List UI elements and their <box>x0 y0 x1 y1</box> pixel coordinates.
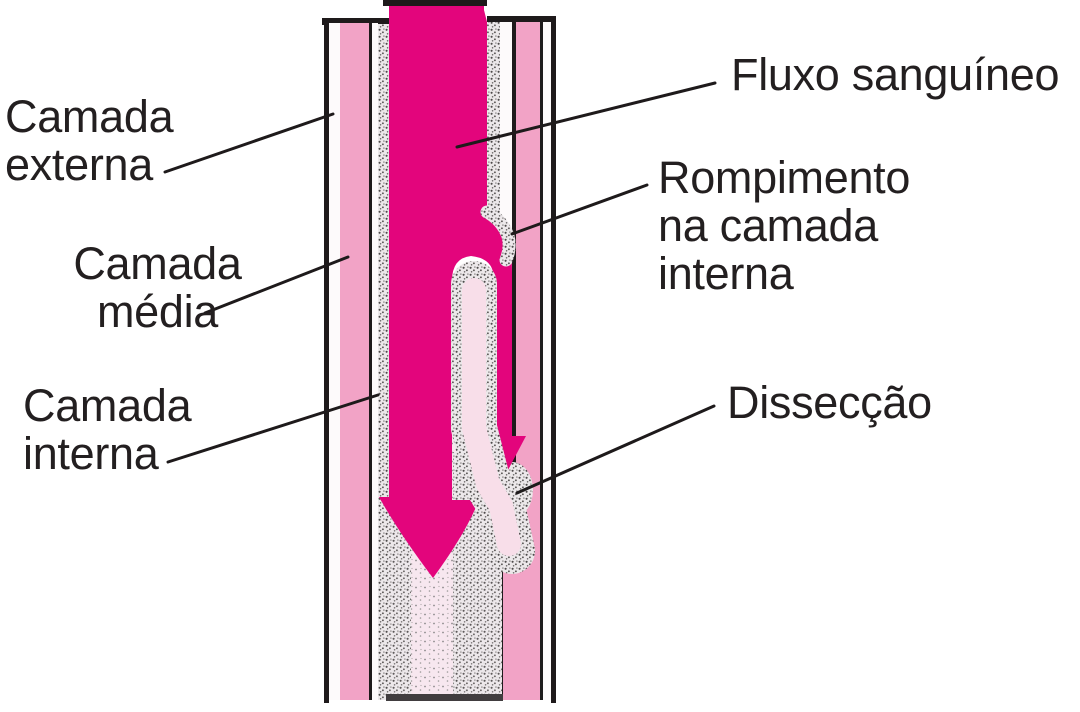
lumen-bottom-edge <box>386 694 503 701</box>
label-line: externa <box>5 139 153 190</box>
left-wall-outer-outline <box>324 20 329 703</box>
flap-pale-core <box>462 278 521 556</box>
label-line: interna <box>658 248 794 299</box>
dissection-flap <box>451 261 535 574</box>
left-inner-layer-band <box>378 24 389 700</box>
leader-lines <box>163 81 717 495</box>
leader-line-camada-externa <box>163 112 335 174</box>
leader-line-fluxo-sanguineo <box>455 81 717 149</box>
label-camada-externa: Camada externa <box>5 91 174 190</box>
label-line: Camada <box>23 380 192 431</box>
label-rompimento-na-camada-interna: Rompimento na camada interna <box>658 154 910 298</box>
label-line: na camada <box>658 200 878 251</box>
right-wall-top-cap <box>487 16 556 23</box>
leader-line-camada-interna <box>166 393 380 464</box>
label-camada-interna: Camada interna <box>23 380 192 479</box>
closed-channel-pink-fill <box>503 556 516 700</box>
right-wall-outer-outline <box>551 19 556 703</box>
blood-flow-arrow <box>379 0 526 578</box>
left-wall-top-cap <box>322 18 390 25</box>
left-artery-wall <box>322 18 390 703</box>
leader-line-camada-media <box>203 255 350 315</box>
leader-line-rompimento <box>510 183 649 236</box>
left-outer-layer-band <box>329 23 340 700</box>
left-subintimal-white-band <box>372 23 378 700</box>
blood-column-top-cap <box>383 0 487 6</box>
label-line: Dissecção <box>727 377 932 428</box>
left-media-layer-band <box>340 23 369 700</box>
label-line: Camada <box>73 238 242 289</box>
right-media-layer-band <box>516 22 540 700</box>
label-camada-media: Camada média <box>70 240 245 336</box>
left-media-inner-line <box>369 23 372 700</box>
label-line: Fluxo sanguíneo <box>731 49 1060 100</box>
label-line: interna <box>23 428 159 479</box>
right-media-outer-line <box>540 22 543 700</box>
label-line: Rompimento <box>658 152 911 203</box>
right-inner-layer-band-above-tear <box>487 22 500 218</box>
right-outer-layer-band <box>543 22 551 700</box>
leader-line-disseccao <box>515 404 716 495</box>
label-line: Camada <box>5 91 174 142</box>
label-disseccao: Dissecção <box>727 379 932 427</box>
label-line: média <box>96 286 219 337</box>
right-media-inner-line <box>512 22 516 700</box>
intimal-tear-curl <box>480 205 516 267</box>
label-fluxo-sanguineo: Fluxo sanguíneo <box>731 49 1060 100</box>
lumen-stipple-left-flank <box>389 488 411 697</box>
